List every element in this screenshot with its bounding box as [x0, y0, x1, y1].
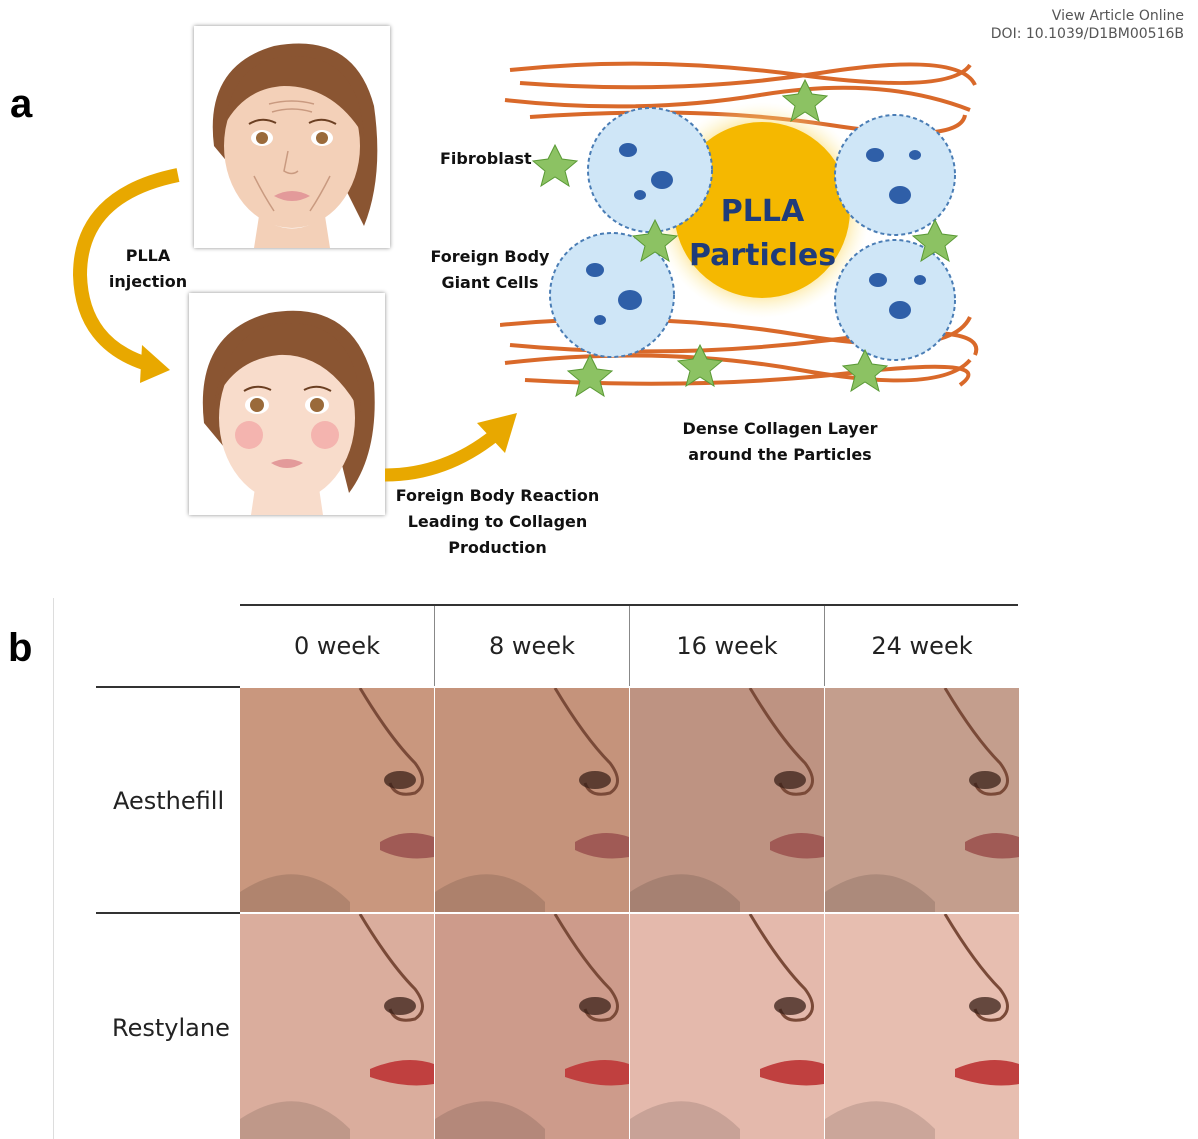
- view-article-link[interactable]: View Article Online: [1052, 8, 1184, 25]
- face-photo-restylane-16-week: [630, 914, 824, 1139]
- row-rule-2: [96, 912, 240, 914]
- collagen-layer-label: Dense Collagen Layer around the Particle…: [670, 416, 890, 468]
- face-photo-aesthefill-24-week: [825, 688, 1019, 912]
- column-header-0-week: 0 week: [240, 632, 434, 660]
- face-photo-restylane-24-week: [825, 914, 1019, 1139]
- row-label-aesthefill: Aesthefill: [113, 787, 224, 815]
- column-header-8-week: 8 week: [435, 632, 629, 660]
- fibroblast-label: Fibroblast: [440, 146, 532, 172]
- left-divider: [53, 598, 54, 1139]
- face-photo-restylane-0-week: [240, 914, 434, 1139]
- face-photo-aesthefill-8-week: [435, 688, 629, 912]
- young-face-illustration: [189, 293, 385, 515]
- face-photo-restylane-8-week: [435, 914, 629, 1139]
- panel-a-letter: a: [10, 82, 32, 127]
- plla-particles-label: PLLA Particles: [680, 190, 845, 278]
- aged-face-illustration: [194, 26, 390, 248]
- foreign-body-reaction-label: Foreign Body Reaction Leading to Collage…: [390, 483, 605, 561]
- panel-b-letter: b: [8, 626, 32, 671]
- injection-label: PLLA injection: [100, 243, 196, 295]
- curved-arrow-right: [385, 405, 525, 485]
- column-header-24-week: 24 week: [825, 632, 1019, 660]
- row-rule-1: [96, 686, 240, 688]
- face-photo-aesthefill-0-week: [240, 688, 434, 912]
- row-label-restylane: Restylane: [112, 1014, 230, 1042]
- giant-cells-label: Foreign Body Giant Cells: [420, 244, 560, 296]
- column-header-16-week: 16 week: [630, 632, 824, 660]
- face-photo-aesthefill-16-week: [630, 688, 824, 912]
- doi-text: DOI: 10.1039/D1BM00516B: [991, 26, 1184, 43]
